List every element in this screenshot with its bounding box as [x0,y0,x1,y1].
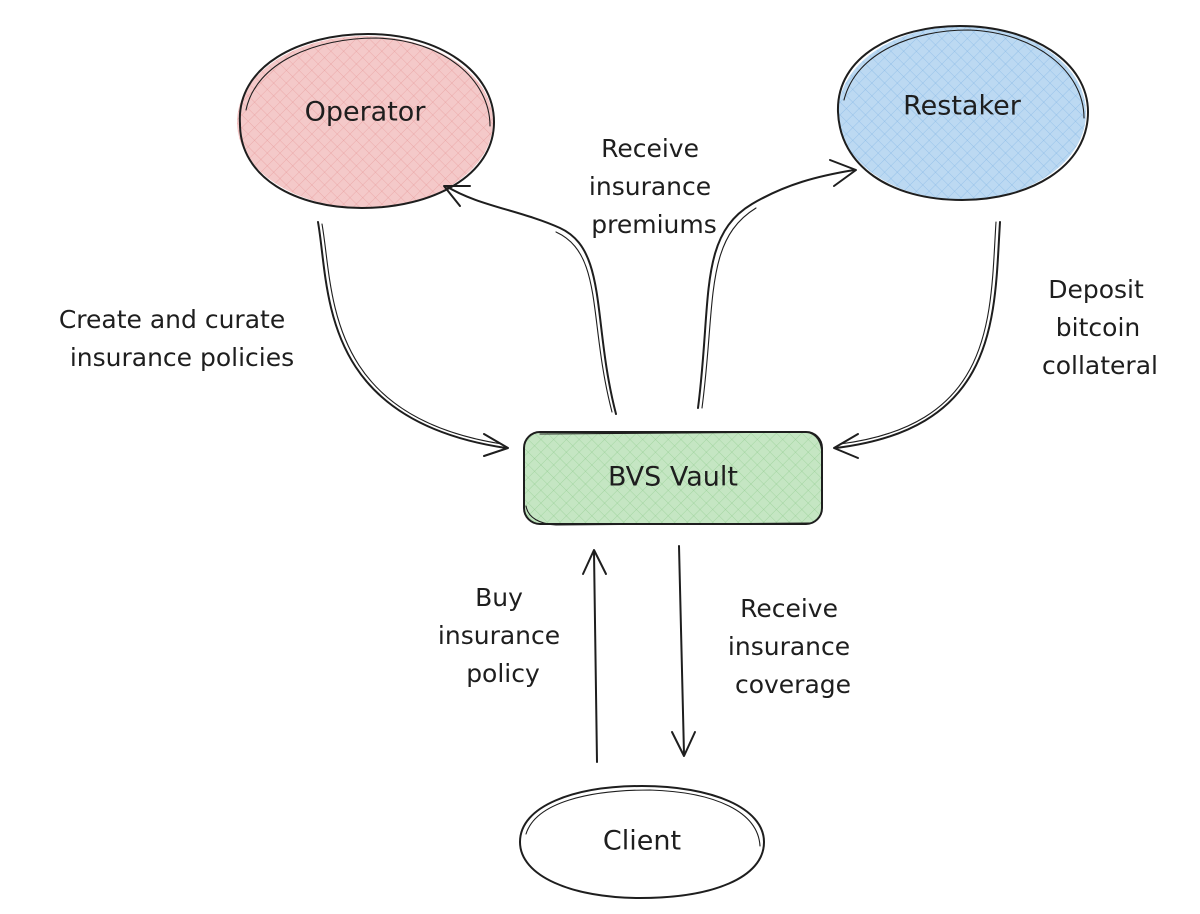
edge-label-create-policies: Create and curate insurance policies [59,305,294,372]
arrow-client-to-vault [582,549,607,763]
coverage-line-1: Receive [740,594,838,623]
operator-label: Operator [305,97,427,128]
deposit-line-1: Deposit [1048,275,1144,304]
restaker-shape [838,26,1086,200]
edge-label-receive-premiums: Receive insurance premiums [589,134,719,239]
client-shape [520,786,764,898]
arrow-vault-to-client [671,545,696,757]
create-policies-line-1: Create and curate [59,305,285,334]
buy-line-3: policy [466,659,540,688]
operator-outline [238,33,495,209]
client-label: Client [603,826,681,857]
client-outline-sketch [525,789,761,847]
operator-outline-sketch [245,37,491,127]
arrow-operator-to-vault [317,221,509,457]
node-client: Client [519,785,765,899]
vault-outline-sketch [525,431,823,526]
operator-shape [237,36,493,208]
restaker-outline-sketch [843,29,1085,119]
buy-line-2: insurance [438,621,560,650]
deposit-line-2: bitcoin [1056,313,1140,342]
arrow-vault-to-operator [443,185,617,415]
premiums-line-3: premiums [591,210,717,239]
deposit-line-3: collateral [1042,351,1158,380]
client-outline [519,785,765,899]
premiums-line-2: insurance [589,172,711,201]
node-restaker: Restaker [836,25,1089,201]
coverage-line-2: insurance [728,632,850,661]
arrow-vault-to-restaker [697,159,857,409]
restaker-outline [836,25,1089,201]
arrow-restaker-to-vault [833,221,1001,459]
create-policies-line-2: insurance policies [70,343,294,372]
edge-label-buy-policy: Buy insurance policy [438,583,568,688]
node-operator: Operator [237,33,495,209]
coverage-line-3: coverage [735,670,851,699]
restaker-label: Restaker [903,91,1022,122]
node-bvs-vault: BVS Vault [523,431,823,526]
premiums-line-1: Receive [601,134,699,163]
vault-label: BVS Vault [608,462,738,493]
buy-line-1: Buy [475,583,523,612]
edge-label-receive-coverage: Receive insurance coverage [728,594,858,699]
edge-label-deposit-collateral: Deposit bitcoin collateral [1042,275,1158,380]
